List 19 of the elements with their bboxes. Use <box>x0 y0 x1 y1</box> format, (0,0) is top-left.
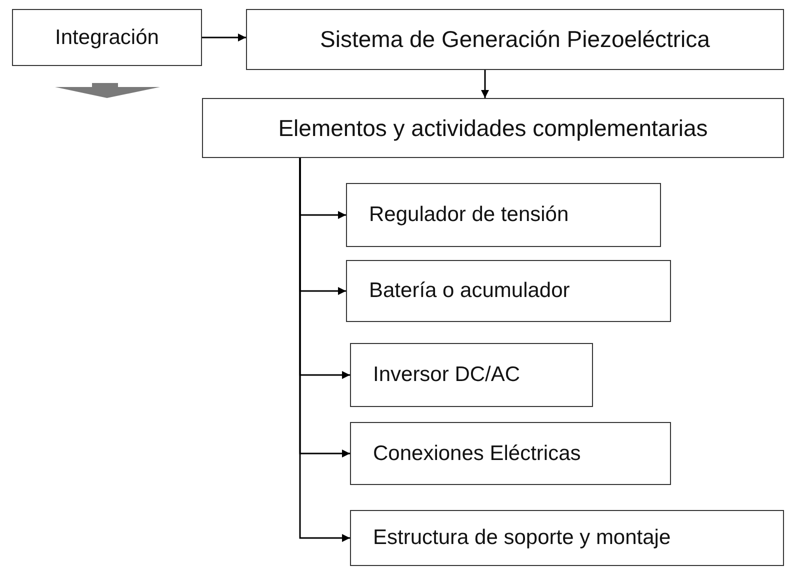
process-box <box>202 98 784 158</box>
process-box <box>346 183 661 247</box>
process-box <box>346 260 671 322</box>
box-label: Inversor DC/AC <box>373 363 520 387</box>
box-label: Regulador de tensión <box>369 203 569 227</box>
process-box <box>350 343 593 407</box>
arrow <box>299 158 350 542</box>
arrow <box>202 34 246 42</box>
box-label: Estructura de soporte y montaje <box>373 526 671 550</box>
arrow <box>481 70 489 98</box>
box-label: Elementos y actividades complementarias <box>278 114 708 142</box>
process-box <box>350 510 784 566</box>
box-label: Integración <box>55 26 159 50</box>
process-box <box>12 9 202 66</box>
process-box <box>246 9 784 70</box>
process-box <box>350 422 671 485</box>
box-label: Sistema de Generación Piezoeléctrica <box>320 26 710 53</box>
box-label: Conexiones Eléctricas <box>373 442 581 466</box>
box-label: Batería o acumulador <box>369 279 570 303</box>
